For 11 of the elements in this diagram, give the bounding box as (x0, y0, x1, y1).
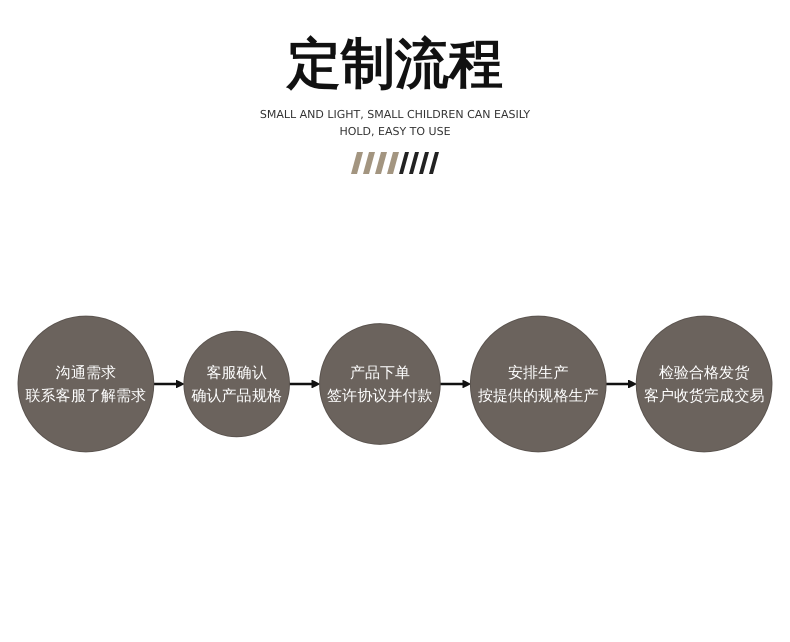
arrow (440, 380, 471, 388)
subtitle: SMALL AND LIGHT, SMALL CHILDREN CAN EASILY HOLD, EASY TO USE (258, 107, 532, 140)
node-circle: 检验合格发货 客户收货完成交易 (636, 316, 772, 452)
node-circle: 沟通需求 联系客服了解需求 (18, 316, 154, 452)
title: 定制流程 (285, 31, 504, 97)
arrow (154, 380, 184, 388)
arrow (289, 380, 320, 388)
arrow (606, 380, 637, 388)
node-circle: 安排生产 按提供的规格生产 (470, 316, 607, 452)
node-circle: 产品下单 签许协议并付款 (319, 323, 441, 445)
node-circle: 客服确认 确认产品规格 (183, 330, 290, 438)
